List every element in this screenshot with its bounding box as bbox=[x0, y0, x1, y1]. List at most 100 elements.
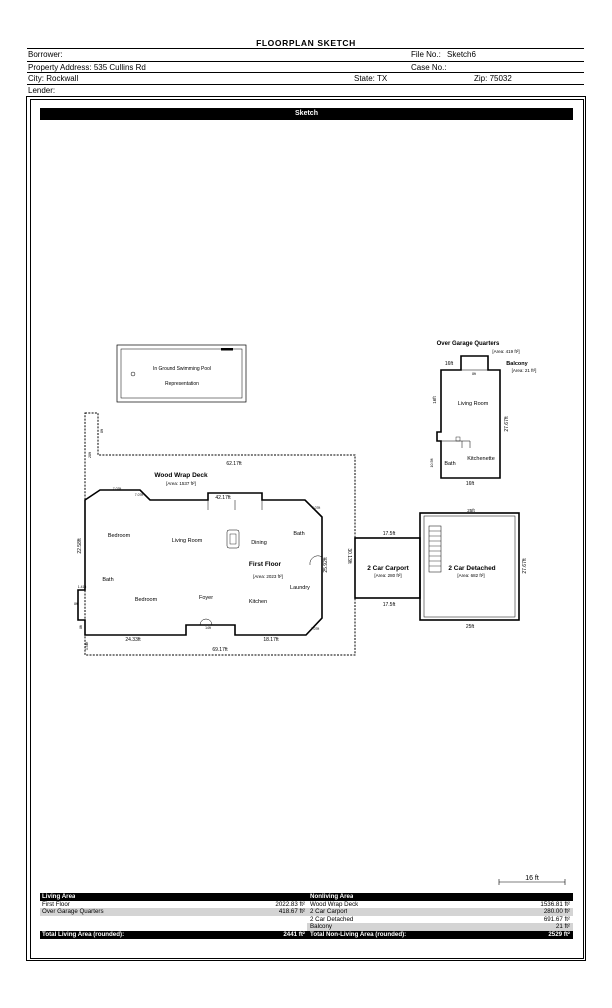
deck-ext-top-dim: 8ft bbox=[100, 429, 104, 433]
zip-row: Zip: 75032 bbox=[474, 74, 512, 83]
summary-row: Over Garage Quarters 418.67 ft² 2 Car Car… bbox=[40, 908, 573, 916]
borrower-label: Borrower: bbox=[28, 50, 63, 59]
foyer-dim: 14ft bbox=[205, 626, 211, 630]
sketch-frame-inner bbox=[30, 99, 584, 959]
garage-bottom-dim: 25ft bbox=[466, 624, 475, 630]
city-row: City: Rockwall bbox=[28, 74, 78, 83]
carport-side-dim: 30.13ft bbox=[346, 548, 352, 564]
file-no-value: Sketch6 bbox=[447, 50, 476, 59]
floor-left-dim: 22.58ft bbox=[77, 538, 83, 554]
deck-bottom-dim: 69.17ft bbox=[212, 647, 228, 653]
state-row: State: TX bbox=[354, 74, 387, 83]
borrower-row: Borrower: bbox=[28, 50, 63, 59]
notch-right-dim: 7.07ft bbox=[135, 493, 144, 497]
quarters-area-label: [Area: 419 ft²] bbox=[492, 349, 519, 354]
quarters-room-kitchenette: Kitchenette bbox=[467, 456, 495, 462]
garage-top-dim: 25ft bbox=[467, 508, 475, 513]
lender-row: Lender: bbox=[28, 86, 55, 95]
city-label: City: bbox=[28, 74, 44, 83]
quarters-top-dim: 16ft bbox=[445, 361, 454, 367]
quarters-room-living: Living Room bbox=[458, 401, 489, 407]
floor-bottom-left-dim: 24.33ft bbox=[125, 637, 141, 643]
balcony-name-label: Balcony bbox=[506, 361, 528, 367]
floor-top-dim: 42.17ft bbox=[215, 495, 231, 501]
header-rule-2 bbox=[27, 72, 584, 73]
quarters-room-bath: Bath bbox=[444, 461, 455, 467]
corner-dim-1: 8ft bbox=[79, 625, 83, 629]
zip-label: Zip: bbox=[474, 74, 488, 83]
nonliving-row-name: Balcony bbox=[310, 923, 333, 931]
room-bath-2: Bath bbox=[102, 577, 113, 583]
nonliving-row-value: 1536.81 ft² bbox=[540, 900, 570, 908]
corner-dim-3: 1.41ft bbox=[78, 585, 87, 589]
total-living-value: 2441 ft² bbox=[283, 930, 305, 938]
nonliving-row-value: 691.67 ft² bbox=[543, 915, 570, 923]
balcony-dim: 8ft bbox=[472, 372, 476, 376]
living-area-header: Living Area bbox=[42, 893, 76, 900]
scale-label: 16 ft bbox=[525, 875, 539, 882]
living-row-value: 418.67 ft² bbox=[278, 908, 305, 916]
quarters-left-dim-2: 10.5ft bbox=[430, 459, 434, 468]
property-address-label: Property Address: bbox=[28, 63, 92, 72]
living-row-name: Over Garage Quarters bbox=[42, 908, 104, 916]
case-no-row: Case No.: bbox=[411, 63, 447, 72]
state-value: TX bbox=[376, 74, 388, 83]
summary-header-row: Living Area Nonliving Area bbox=[40, 893, 573, 901]
summary-total-row: Total Living Area (rounded): 2441 ft² Tot… bbox=[40, 930, 573, 939]
property-address-row: Property Address: 535 Cullins Rd bbox=[28, 63, 146, 72]
lender-label: Lender: bbox=[28, 86, 56, 95]
bay-right-dim: 7.07ft bbox=[312, 506, 321, 510]
carport-bottom-dim: 17.5ft bbox=[383, 602, 396, 608]
total-nonliving-value: 2529 ft² bbox=[548, 930, 570, 938]
floor-bottom-right-dim: 18.17ft bbox=[263, 637, 279, 643]
nonliving-row-name: 2 Car Carport bbox=[310, 908, 348, 916]
bay-bottom-right-dim: 7.07ft bbox=[311, 627, 320, 631]
case-no-label: Case No.: bbox=[411, 63, 447, 72]
sketch-title-bar: Sketch bbox=[40, 108, 573, 120]
room-foyer: Foyer bbox=[199, 595, 213, 601]
car-carport: 17.5ft 17.5ft 2 Car Carport [Area: 280 f… bbox=[354, 531, 421, 608]
quarters-left-dim: 16ft bbox=[432, 396, 437, 404]
pool-label-line2: Representation bbox=[165, 381, 199, 387]
deck-name-label: Wood Wrap Deck bbox=[154, 472, 208, 479]
file-no-row: File No.: Sketch6 bbox=[411, 50, 476, 59]
carport-name-label: 2 Car Carport bbox=[367, 565, 409, 572]
file-no-label: File No.: bbox=[411, 50, 441, 59]
pool-label-line1: In Ground Swimming Pool bbox=[153, 366, 211, 372]
summary-row: Balcony 21 ft² bbox=[40, 923, 573, 931]
city-value: Rockwall bbox=[46, 74, 79, 83]
total-nonliving-label: Total Non-Living Area (rounded): bbox=[310, 930, 407, 938]
room-bedroom-1: Bedroom bbox=[108, 533, 131, 539]
nonliving-row-value: 21 ft² bbox=[555, 923, 570, 931]
room-laundry: Laundry bbox=[290, 585, 310, 591]
room-living-room: Living Room bbox=[172, 538, 203, 544]
wood-wrap-deck: Wood Wrap Deck [Area: 1537 ft²] 62.17ft … bbox=[84, 412, 356, 656]
car-detached-garage: 25ft 25ft 27.67ft 2 Car Detached [Area: … bbox=[419, 508, 528, 630]
first-floor: Bedroom Living Room Dining Bath Bath Bed… bbox=[74, 487, 352, 650]
sketch-frame-outer bbox=[26, 96, 586, 961]
document-title: FLOORPLAN SKETCH bbox=[256, 38, 356, 48]
balcony-area-label: [Area: 21 ft²] bbox=[512, 368, 537, 373]
quarters-bottom-dim: 16ft bbox=[466, 481, 475, 487]
deck-top-dim: 62.17ft bbox=[226, 461, 242, 467]
swimming-pool: In Ground Swimming Pool Representation bbox=[116, 344, 247, 403]
living-row-value: 2022.83 ft² bbox=[275, 900, 305, 908]
corner-dim-2: 3.54ft bbox=[85, 642, 89, 651]
over-garage-quarters: Over Garage Quarters [Area: 419 ft²] Bal… bbox=[430, 341, 536, 487]
garage-name-label: 2 Car Detached bbox=[448, 565, 495, 572]
state-label: State: bbox=[354, 74, 375, 83]
nonliving-row-name: Wood Wrap Deck bbox=[310, 900, 359, 908]
floor-name-label: First Floor bbox=[249, 561, 282, 568]
header-rule-1 bbox=[27, 61, 584, 62]
carport-area-label: [Area: 280 ft²] bbox=[374, 573, 401, 578]
total-living-label: Total Living Area (rounded): bbox=[42, 930, 125, 938]
header-rule-3 bbox=[27, 84, 584, 85]
room-bath-1: Bath bbox=[293, 531, 304, 537]
room-bedroom-2: Bedroom bbox=[135, 597, 158, 603]
carport-top-dim: 17.5ft bbox=[383, 531, 396, 537]
zip-value: 75032 bbox=[489, 74, 512, 83]
